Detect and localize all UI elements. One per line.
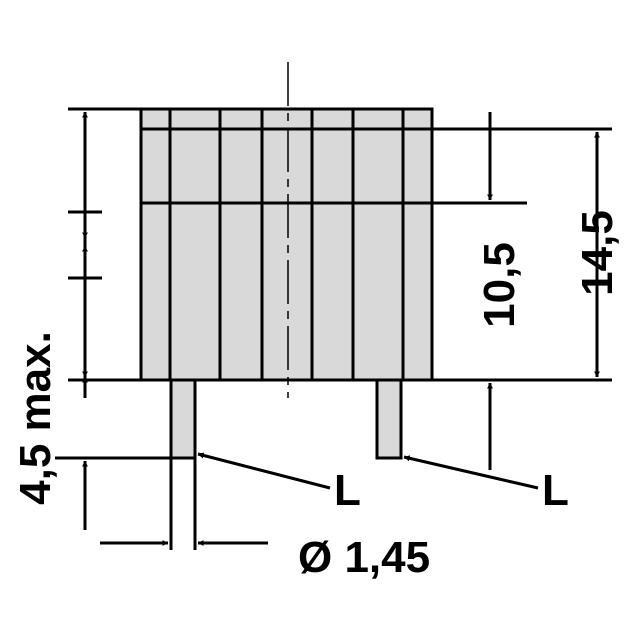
- heatsink-body: [139, 62, 434, 398]
- label-14-5: 14,5: [573, 210, 622, 296]
- label-pin-diameter: Ø 1,45: [298, 533, 430, 582]
- extension-lines: [55, 107, 612, 550]
- pin-right: [375, 378, 403, 460]
- heatsink-outline: [139, 107, 434, 382]
- label-pin-right-L: L: [542, 466, 569, 515]
- fin-separators: [168, 109, 405, 380]
- label-pin-left-L: L: [334, 466, 361, 515]
- label-10-5: 10,5: [475, 242, 524, 328]
- dimension-lines: [68, 111, 600, 546]
- pin-left: [169, 378, 197, 460]
- label-pin-length: 4,5 max.: [11, 331, 60, 505]
- leader-pin-right: [403, 455, 539, 490]
- leader-pin-left: [197, 452, 331, 490]
